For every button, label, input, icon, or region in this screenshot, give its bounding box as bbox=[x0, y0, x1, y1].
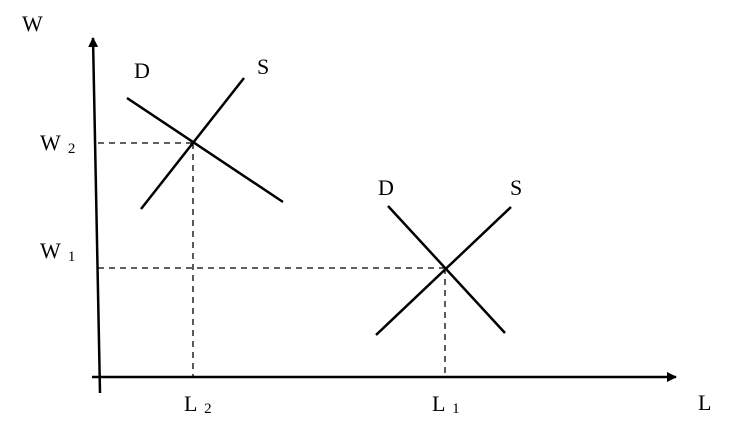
w1-label: W 1 bbox=[40, 238, 75, 265]
w2-label: W 2 bbox=[40, 130, 75, 157]
left-demand-curve bbox=[126, 96, 284, 204]
w1-subscript: 1 bbox=[68, 249, 76, 265]
l1-label: L 1 bbox=[432, 391, 460, 417]
l1-subscript: 1 bbox=[452, 401, 460, 417]
y-axis bbox=[88, 37, 102, 394]
w1-letter: W bbox=[40, 238, 61, 263]
right-supply-curve bbox=[375, 206, 512, 336]
l2-label: L 2 bbox=[184, 391, 212, 417]
l2-letter: L bbox=[184, 391, 197, 416]
left-supply-curve bbox=[140, 77, 245, 210]
l1-letter: L bbox=[432, 391, 445, 416]
left-supply-label: S bbox=[257, 54, 269, 79]
l2-subscript: 2 bbox=[204, 401, 212, 417]
right-demand-label: D bbox=[378, 175, 394, 200]
x-axis-label: L bbox=[698, 390, 711, 415]
left-demand-label: D bbox=[134, 58, 150, 83]
y-axis-label: W bbox=[22, 11, 43, 36]
w2-letter: W bbox=[40, 130, 61, 155]
w2-subscript: 2 bbox=[68, 141, 76, 157]
right-supply-label: S bbox=[510, 175, 522, 200]
